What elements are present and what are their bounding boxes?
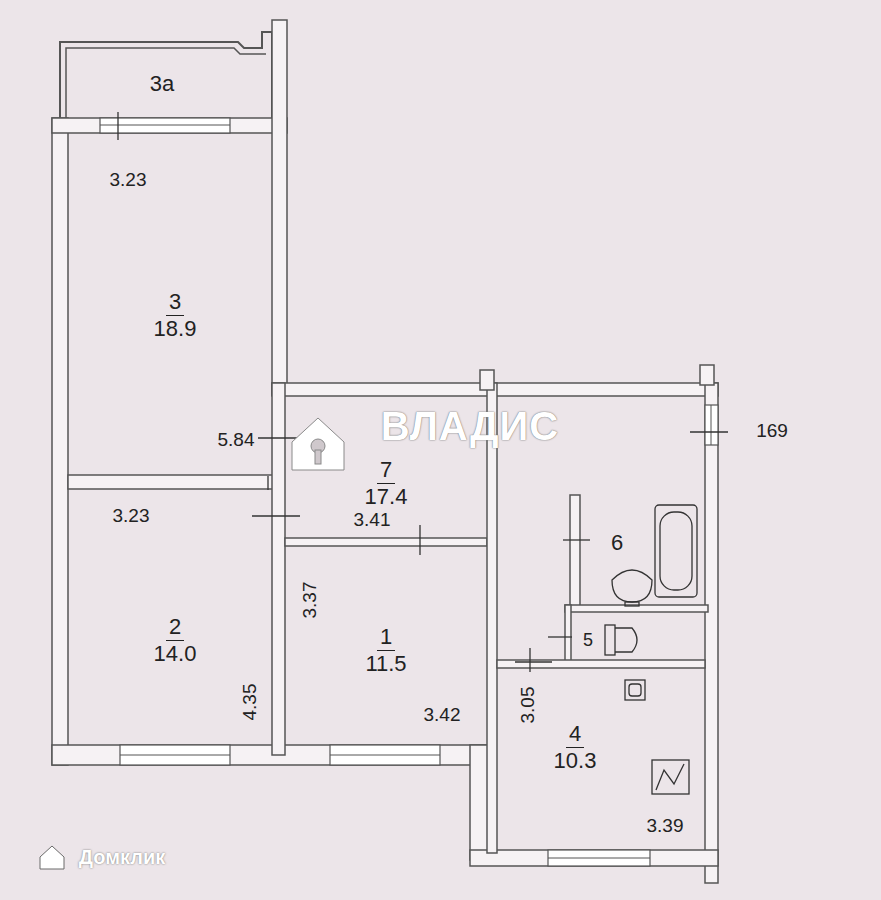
room: 214.0 — [82, 590, 268, 690]
dimension: 3.05 — [517, 687, 539, 724]
dimension: 3.37 — [299, 582, 321, 619]
room: 3a — [62, 56, 262, 112]
room-number: 7 — [377, 457, 395, 483]
dimension: 3.39 — [647, 815, 684, 837]
room-number: 5 — [580, 630, 596, 651]
dimension: 4.35 — [239, 684, 261, 721]
room-area: 18.9 — [151, 316, 200, 341]
wall-mark: 169 — [756, 420, 788, 442]
dimension: 3.41 — [354, 509, 391, 531]
dimension: 5.84 — [218, 429, 255, 451]
dimension: 3.23 — [113, 505, 150, 527]
room-number: 1 — [377, 624, 395, 650]
room-number: 3a — [147, 71, 177, 96]
room-number: 2 — [166, 614, 184, 640]
room-number: 3 — [166, 289, 184, 315]
room-area: 17.4 — [362, 484, 411, 509]
room-area: 14.0 — [151, 641, 200, 666]
room-number: 4 — [566, 721, 584, 747]
room-area: 11.5 — [362, 651, 409, 676]
room: 318.9 — [82, 250, 268, 380]
room-area: 10.3 — [551, 748, 600, 773]
room: 6 — [584, 520, 650, 566]
room: 717.4 — [287, 452, 485, 514]
watermark: Домклик — [79, 846, 166, 869]
room-number: 6 — [608, 530, 626, 555]
dimension: 3.23 — [110, 169, 147, 191]
dimension: 3.42 — [424, 704, 461, 726]
room: 5 — [572, 622, 604, 658]
watermark: ВЛАДИС — [381, 404, 559, 449]
